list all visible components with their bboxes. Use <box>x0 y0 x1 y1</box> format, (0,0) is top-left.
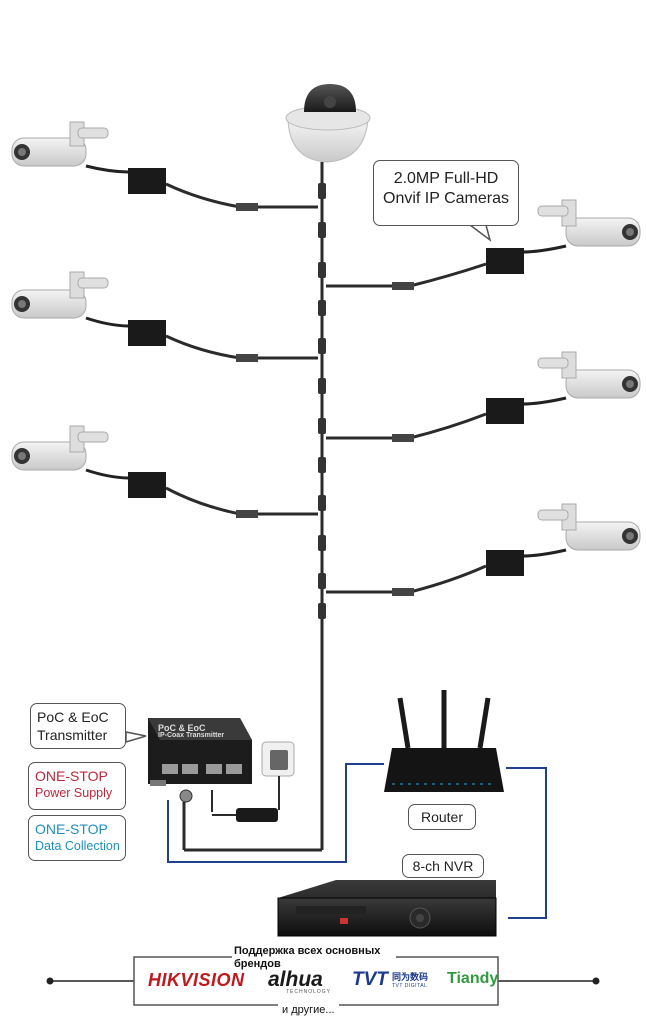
trunk-connectors <box>318 183 326 619</box>
data-collection-callout: ONE-STOP Data Collection <box>28 815 126 861</box>
bullet-camera-right-1 <box>326 199 641 290</box>
data-callout-line2: Data Collection <box>35 838 120 853</box>
dahua-logo: alhua <box>268 968 323 991</box>
bullet-camera-left-1 <box>11 121 318 211</box>
brand-support-text: Поддержка всех основных брендов <box>232 945 396 971</box>
dahua-logo-subtext: TECHNOLOGY <box>286 989 332 995</box>
cameras-callout-line1: 2.0MP Full-HD <box>393 170 499 187</box>
tvt-logo-chinese: 同为数码 <box>392 972 429 982</box>
power-callout-line1: ONE-STOP <box>35 768 108 784</box>
device-label-line1: PoC & EoC <box>158 723 206 733</box>
cameras-callout-line2: Onvif IP Cameras <box>383 190 509 207</box>
router-icon <box>384 690 504 792</box>
power-callout-line2: Power Supply <box>35 785 113 800</box>
tiandy-logo: Tiandy <box>447 970 499 987</box>
bullet-camera-left-2 <box>11 271 318 362</box>
power-supply-callout: ONE-STOP Power Supply <box>28 762 126 810</box>
transmitter-callout-line1: PoC & EoC <box>37 709 109 725</box>
network-cables <box>167 763 547 919</box>
transmitter-callout-line2: Transmitter <box>37 726 108 743</box>
device-label-line2: IP-Coax Transmitter <box>158 732 225 739</box>
nvr-device <box>277 880 497 937</box>
transmitter-device-label: PoC & EoC IP-Coax Transmitter <box>158 724 224 740</box>
tvt-logo: TVT <box>352 969 388 990</box>
bullet-camera-right-3 <box>326 503 641 596</box>
dome-camera-icon <box>285 84 371 180</box>
router-label: Router <box>408 804 476 830</box>
camera-callout-tail <box>467 224 492 242</box>
bullet-camera-right-2 <box>326 351 641 442</box>
bullet-camera-left-3 <box>11 425 318 518</box>
poc-transmitter-device <box>148 718 252 830</box>
power-adapter-icon <box>212 741 295 822</box>
cameras-callout: 2.0MP Full-HD Onvif IP Cameras <box>373 160 519 226</box>
nvr-label: 8-ch NVR <box>402 854 484 878</box>
tvt-logo-subtext: TVT DIGITAL <box>392 983 428 989</box>
others-text: и другие... <box>278 1004 339 1016</box>
data-callout-line1: ONE-STOP <box>35 821 108 837</box>
transmitter-callout-tail <box>125 731 147 744</box>
transmitter-callout: PoC & EoC Transmitter <box>30 703 126 749</box>
hikvision-logo: HIKVISION <box>148 970 245 990</box>
